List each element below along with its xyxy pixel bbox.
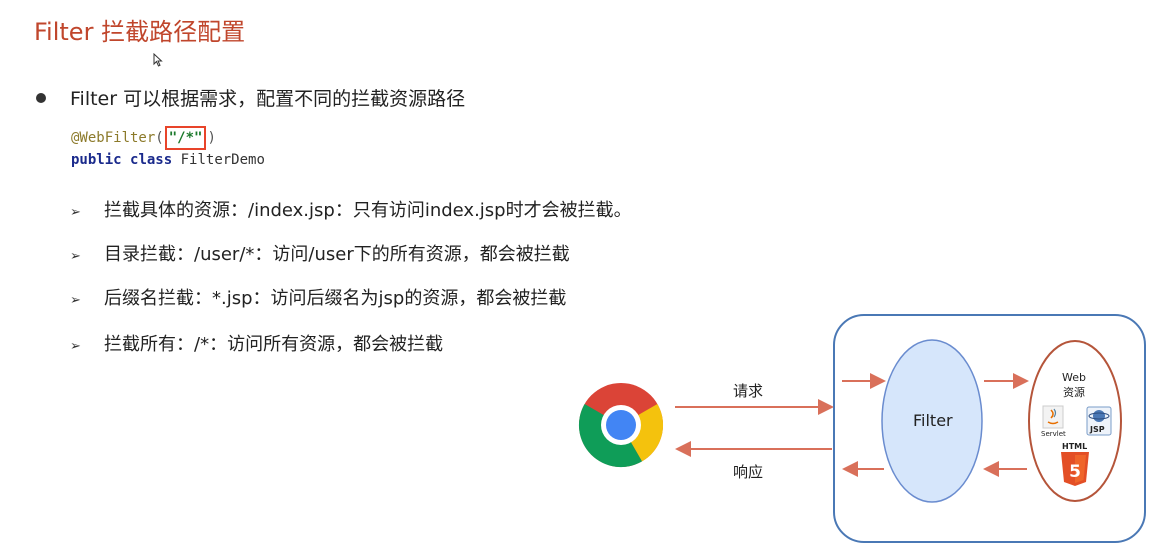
- jsp-label: JSP: [1090, 425, 1105, 434]
- bullet-text: Filter 可以根据需求，配置不同的拦截资源路径: [70, 88, 466, 110]
- html-label: HTML: [1062, 442, 1088, 451]
- filter-ellipse: [881, 339, 983, 503]
- code-close-paren: ): [207, 130, 216, 146]
- list-item: ➢ 后缀名拦截：*.jsp：访问后缀名为jsp的资源，都会被拦截: [70, 284, 566, 310]
- code-line-class: public class FilterDemo: [71, 152, 265, 168]
- web-label-line2: 资源: [1063, 386, 1085, 399]
- list-item: ➢ 拦截所有：/*：访问所有资源，都会被拦截: [70, 330, 443, 356]
- html5-icon: 5: [1061, 452, 1089, 486]
- arrow-bullet-icon: ➢: [70, 293, 81, 308]
- html5-glyph: 5: [1069, 462, 1081, 482]
- list-item-text: 目录拦截：/user/*：访问/user下的所有资源，都会被拦截: [104, 244, 570, 265]
- request-label: 请求: [733, 382, 764, 400]
- code-class-name: FilterDemo: [180, 152, 265, 168]
- bullet-dot: [36, 93, 46, 103]
- list-item: ➢ 拦截具体的资源：/index.jsp：只有访问index.jsp时才会被拦截。: [70, 196, 632, 222]
- list-item-text: 拦截所有：/*：访问所有资源，都会被拦截: [104, 334, 444, 355]
- jsp-icon: [1086, 406, 1112, 436]
- arrow-bullet-icon: ➢: [70, 249, 81, 264]
- list-item-text: 拦截具体的资源：/index.jsp：只有访问index.jsp时才会被拦截。: [104, 200, 632, 221]
- code-open-paren: (: [155, 130, 164, 146]
- java-icon: [1042, 405, 1064, 429]
- list-item-text: 后缀名拦截：*.jsp：访问后缀名为jsp的资源，都会被拦截: [104, 288, 567, 309]
- web-resource-ellipse: [1028, 340, 1122, 502]
- arrow-bullet-icon: ➢: [70, 339, 81, 354]
- list-item: ➢ 目录拦截：/user/*：访问/user下的所有资源，都会被拦截: [70, 240, 570, 266]
- response-label: 响应: [733, 463, 764, 481]
- code-line-annotation: @WebFilter("/*"): [71, 126, 216, 150]
- code-path-value: "/*": [164, 126, 207, 150]
- code-kw-public: public: [71, 152, 122, 168]
- web-resource-label: Web 资源: [1056, 370, 1092, 400]
- page-title: Filter 拦截路径配置: [34, 18, 246, 46]
- code-kw-class: class: [130, 152, 173, 168]
- servlet-label: Servlet: [1041, 430, 1066, 438]
- web-label-line1: Web: [1062, 371, 1086, 384]
- filter-label: Filter: [913, 411, 953, 430]
- code-annotation: @WebFilter: [71, 130, 156, 146]
- arrow-bullet-icon: ➢: [70, 205, 81, 220]
- chrome-icon: [578, 383, 664, 468]
- cursor-icon: [153, 53, 163, 67]
